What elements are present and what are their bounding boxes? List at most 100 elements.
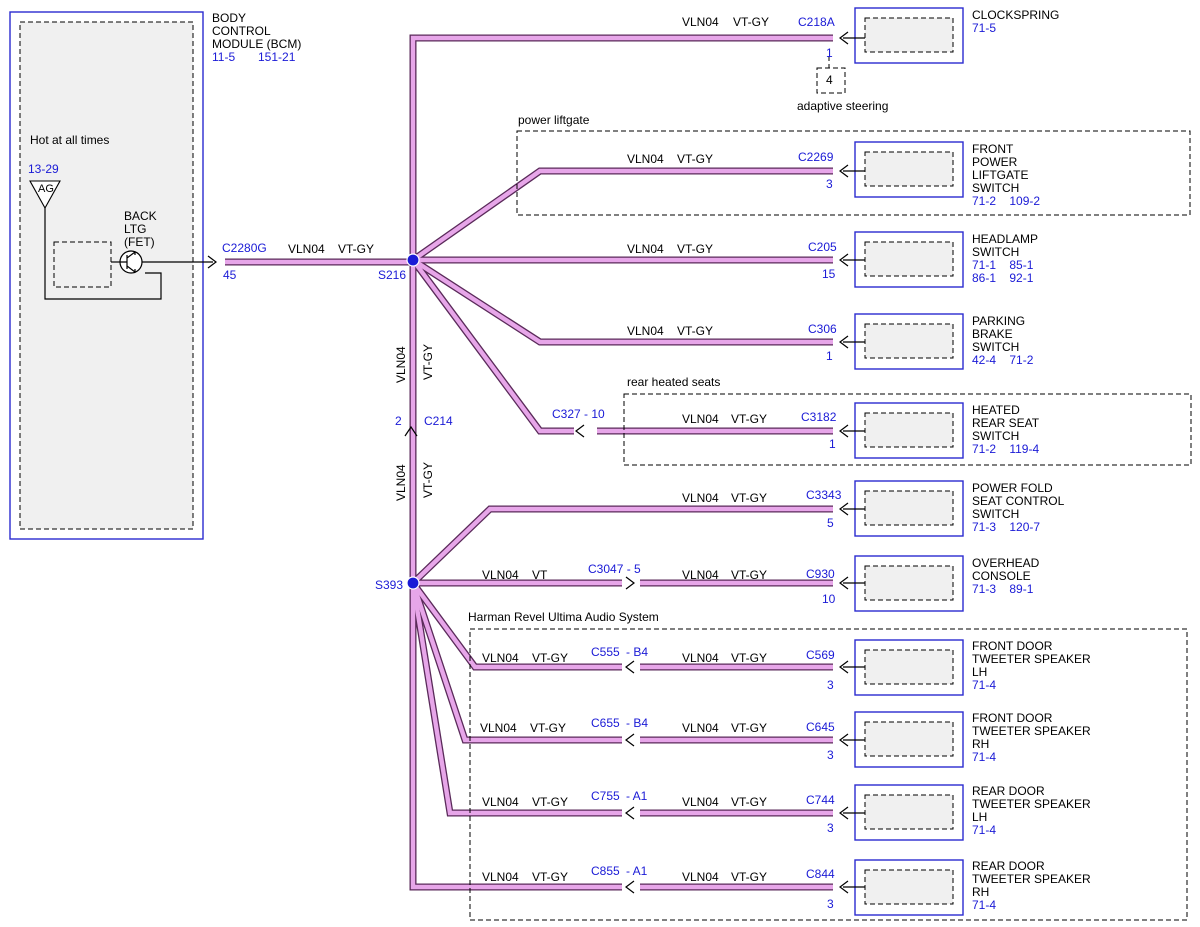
component-heated-rear-seat-switch[interactable] — [839, 402, 964, 459]
wire-fdt-rh-left[interactable] — [410, 582, 622, 743]
wire-rdt-rh-left[interactable] — [410, 583, 622, 890]
wire-clockspring[interactable] — [410, 35, 833, 260]
component-refs[interactable]: 71-1 85-1 — [972, 258, 1034, 272]
wire-power-fold[interactable] — [411, 506, 833, 585]
branch-connector[interactable]: C744 — [806, 793, 835, 807]
branch-connector[interactable]: C2269 — [798, 150, 834, 164]
splice-s216[interactable]: S216 — [378, 268, 406, 282]
component-headlamp-switch[interactable] — [839, 231, 964, 288]
component-name-line: LIFTGATE — [972, 168, 1028, 182]
vertical-upper-color: VT-GY — [421, 344, 435, 380]
wire-parking-brake[interactable] — [411, 258, 833, 345]
inline-connector[interactable]: C755 — [591, 789, 620, 803]
component-front-door-tweeter-rh[interactable] — [839, 711, 964, 768]
branch-pin[interactable]: 1 — [826, 349, 833, 363]
component-name-line: CONSOLE — [972, 569, 1031, 583]
ground-ref[interactable]: 13-29 — [28, 162, 59, 176]
main-connector[interactable]: C2280G — [222, 241, 267, 255]
inline-connector[interactable]: C3047 - 5 — [588, 562, 641, 576]
c214-connector[interactable]: C214 — [424, 414, 453, 428]
bcm-ref2[interactable]: 151-21 — [258, 50, 296, 64]
component-clockspring[interactable] — [839, 7, 964, 64]
component-name-line: REAR DOOR — [972, 784, 1045, 798]
wire-heated-seat-left[interactable] — [411, 258, 574, 434]
inline-pin[interactable]: - B4 — [626, 716, 648, 730]
branch-pin[interactable]: 3 — [827, 748, 834, 762]
branch-pin[interactable]: 3 — [826, 177, 833, 191]
branch-pin[interactable]: 3 — [827, 678, 834, 692]
splice-s393-dot[interactable] — [406, 576, 420, 590]
branch-pin[interactable]: 1 — [829, 437, 836, 451]
wire-rdt-lh-left[interactable] — [410, 582, 622, 816]
branch-connector[interactable]: C930 — [806, 567, 835, 581]
branch-connector[interactable]: C218A — [798, 15, 835, 29]
component-refs[interactable]: 71-3 89-1 — [972, 582, 1034, 596]
inline-pin[interactable]: - A1 — [626, 864, 648, 878]
branch-connector[interactable]: C645 — [806, 720, 835, 734]
inline-connector[interactable]: C655 — [591, 716, 620, 730]
wire-fdt-lh-left[interactable] — [411, 581, 622, 670]
component-refs[interactable]: 71-4 — [972, 823, 996, 837]
component-refs[interactable]: 71-2 119-4 — [972, 442, 1039, 456]
component-name-line: POWER FOLD — [972, 481, 1053, 495]
component-overhead-console[interactable] — [839, 555, 964, 612]
inline-connector[interactable]: C555 — [591, 645, 620, 659]
branch-circuit: VLN04 — [627, 152, 664, 166]
branch-connector[interactable]: C306 — [808, 322, 837, 336]
branch-connector[interactable]: C569 — [806, 648, 835, 662]
component-name-line: FRONT — [972, 142, 1014, 156]
branch-connector[interactable]: C3182 — [801, 410, 837, 424]
component-rear-door-tweeter-lh[interactable] — [839, 784, 964, 841]
inline-connector[interactable]: C855 — [591, 864, 620, 878]
branch-color: VT-GY — [731, 870, 767, 884]
component-refs-2[interactable]: 86-1 92-1 — [972, 271, 1034, 285]
component-front-door-tweeter-lh[interactable] — [839, 639, 964, 696]
branch-overhead-console: VLN04 VT C3047 - 5 VLN04 VT-GY C930 10 O… — [482, 556, 1040, 606]
branch-pin[interactable]: 3 — [827, 897, 834, 911]
component-refs[interactable]: 71-2 109-2 — [972, 194, 1040, 208]
branch-pin[interactable]: 3 — [827, 821, 834, 835]
component-name-line: TWEETER SPEAKER — [972, 872, 1091, 886]
bcm-ref1[interactable]: 11-5 — [212, 50, 235, 64]
component-name-line: LH — [972, 665, 987, 679]
splice-s393[interactable]: S393 — [375, 578, 403, 592]
component-name-line: POWER — [972, 155, 1018, 169]
component-refs[interactable]: 71-5 — [972, 21, 996, 35]
branch-pin[interactable]: 1 — [826, 46, 833, 60]
component-inner-box — [864, 17, 954, 53]
connector-arrow-icon — [839, 502, 849, 516]
branch-connector[interactable]: C844 — [806, 867, 835, 881]
branch-pin[interactable]: 5 — [827, 516, 834, 530]
c214-pin[interactable]: 2 — [395, 414, 402, 428]
branch-pin[interactable]: 10 — [822, 592, 836, 606]
wire-liftgate[interactable] — [411, 168, 833, 262]
component-refs[interactable]: 71-4 — [972, 678, 996, 692]
component-name-line: BRAKE — [972, 327, 1013, 341]
component-refs[interactable]: 71-3 120-7 — [972, 520, 1040, 534]
component-refs[interactable]: 71-4 — [972, 750, 996, 764]
splice-s216-dot[interactable] — [406, 253, 420, 267]
arrow-c855-icon — [625, 880, 635, 894]
branch-color: VT-GY — [731, 412, 767, 426]
component-refs[interactable]: 71-4 — [972, 898, 996, 912]
inline-pin[interactable]: - A1 — [626, 789, 648, 803]
main-pin[interactable]: 45 — [223, 268, 237, 282]
component-inner-box — [864, 649, 954, 685]
component-inner-box — [864, 412, 954, 448]
inline-connector[interactable]: C327 - 10 — [552, 407, 605, 421]
inline-pin[interactable]: - B4 — [626, 645, 648, 659]
component-rear-door-tweeter-rh[interactable] — [839, 859, 964, 916]
branch-color: VT-GY — [731, 721, 767, 735]
component-inner-box — [864, 151, 954, 187]
branch-clockspring: VLN04 VT-GY C218A 1 CLOCKSPRING 71-5 — [682, 8, 1059, 60]
branch-connector[interactable]: C205 — [808, 240, 837, 254]
component-front-power-liftgate-switch[interactable] — [839, 141, 964, 198]
component-parking-brake-switch[interactable] — [839, 313, 964, 370]
component-refs[interactable]: 42-4 71-2 — [972, 353, 1034, 367]
vertical-lower-circuit: VLN04 — [394, 464, 408, 501]
branch-pin[interactable]: 15 — [822, 267, 836, 281]
branch-parking-brake-switch: VLN04 VT-GY C306 1 PARKING BRAKE SWITCH … — [627, 314, 1034, 367]
connector-arrow-icon — [839, 31, 849, 45]
branch-connector[interactable]: C3343 — [806, 488, 842, 502]
component-power-fold-seat-control-switch[interactable] — [839, 480, 964, 537]
